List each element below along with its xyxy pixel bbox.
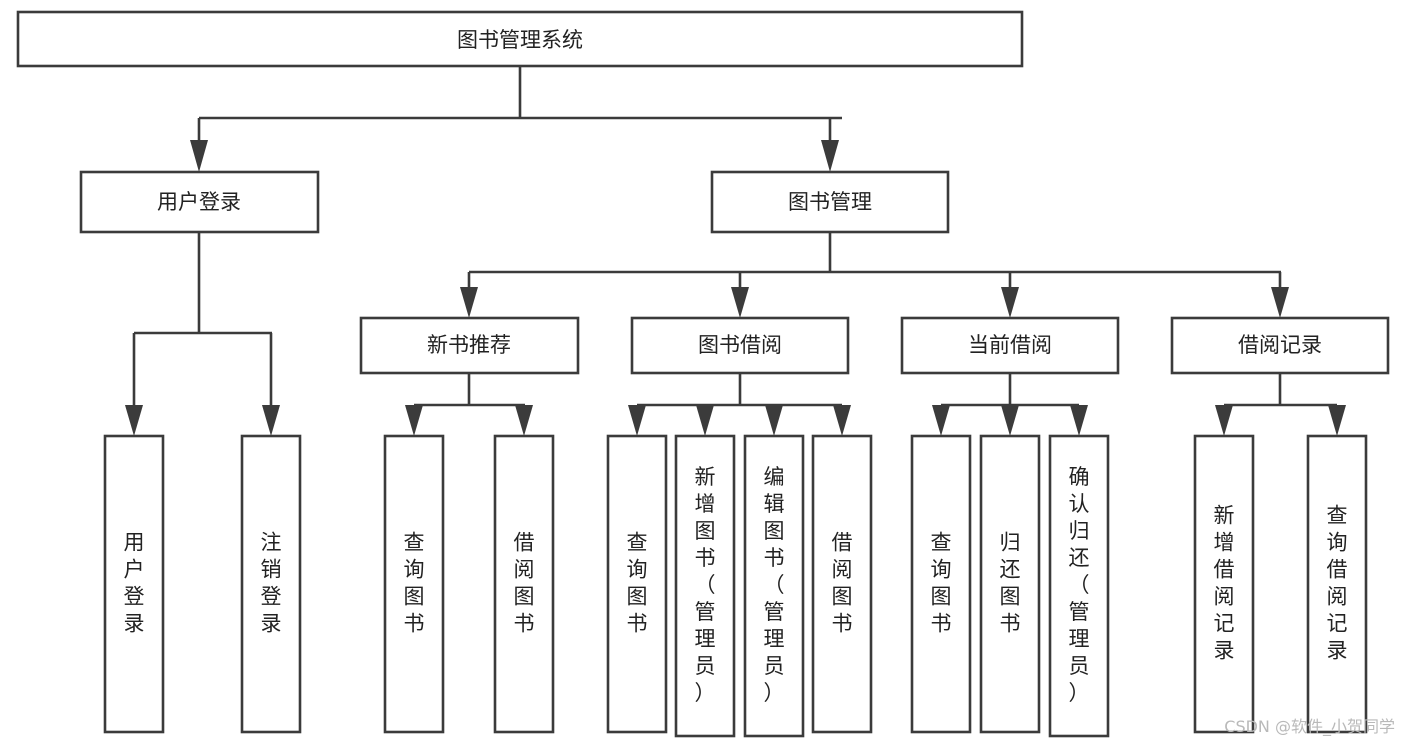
leaf-current-3[interactable]: 确认归还（管理员） [1048,434,1110,738]
leaf-current-3-box[interactable] [1048,434,1110,738]
leaf-borrow-1-label: 查询图书 [627,531,648,636]
leaf-new-book-2-box[interactable] [493,434,555,734]
arrow-leaf-current-3 [1070,405,1088,436]
connectors-current-to-leaves [932,373,1088,436]
leaf-borrow-3[interactable]: 编辑图书（管理员） [743,434,805,738]
leaf-records-1-box[interactable] [1193,434,1255,734]
csdn-watermark: CSDN @软件_小贺同学 [1224,717,1395,737]
node-book-management-box[interactable] [710,170,950,234]
leaf-borrow-2-label: 新增图书（管理员） [695,465,716,705]
connectors-user-login-to-leaves [125,232,280,436]
arrow-to-borrow [731,287,749,318]
node-book-management-label: 图书管理 [788,190,872,214]
leaf-user-login-1-label: 用户登录 [124,531,145,636]
leaf-current-1[interactable]: 查询图书 [910,434,972,734]
arrow-to-book-mgmt [821,140,839,172]
node-new-book-recommend-box[interactable] [359,316,580,375]
leaf-current-2[interactable]: 归还图书 [979,434,1041,734]
node-current-borrow-box[interactable] [900,316,1120,375]
leaf-new-book-2-label: 借阅图书 [514,531,535,636]
node-root-label: 图书管理系统 [457,28,583,52]
leaf-borrow-4[interactable]: 借阅图书 [811,434,873,734]
leaf-records-1-label: 新增借阅记录 [1214,504,1235,663]
node-current-borrow-label: 当前借阅 [968,333,1052,357]
node-root[interactable]: 图书管理系统 [16,10,1024,68]
leaf-borrow-3-box[interactable] [743,434,805,738]
leaf-user-login-2-box[interactable] [240,434,302,734]
arrow-leaf-current-2 [1001,405,1019,436]
connectors-borrow-to-leaves [628,373,851,436]
node-user-login-label: 用户登录 [157,190,241,214]
leaf-current-1-box[interactable] [910,434,972,734]
arrow-leaf-user-login-2 [262,405,280,436]
leaf-borrow-4-label: 借阅图书 [832,531,853,636]
leaf-current-1-label: 查询图书 [931,531,952,636]
arrow-to-new-book [460,287,478,318]
leaf-borrow-2[interactable]: 新增图书（管理员） [674,434,736,738]
leaf-new-book-1-label: 查询图书 [404,531,425,636]
leaf-current-3-label: 确认归还（管理员） [1069,465,1090,705]
leaf-borrow-1-box[interactable] [606,434,668,734]
leaf-records-2-box[interactable] [1306,434,1368,734]
connectors-book-mgmt-to-level3 [460,232,1289,318]
node-borrow-records-label: 借阅记录 [1238,333,1322,357]
node-user-login-box[interactable] [79,170,320,234]
node-user-login[interactable]: 用户登录 [79,170,320,234]
node-new-book-recommend[interactable]: 新书推荐 [359,316,580,375]
node-book-management[interactable]: 图书管理 [710,170,950,234]
leaf-new-book-1[interactable]: 查询图书 [383,434,445,734]
node-root-box[interactable] [16,10,1024,68]
arrow-leaf-borrow-4 [833,405,851,436]
leaf-user-login-2[interactable]: 注销登录 [240,434,302,734]
leaf-borrow-1[interactable]: 查询图书 [606,434,668,734]
leaf-new-book-2[interactable]: 借阅图书 [493,434,555,734]
arrow-leaf-records-2 [1328,405,1346,436]
node-current-borrow[interactable]: 当前借阅 [900,316,1120,375]
arrow-to-user-login [190,140,208,172]
node-book-borrow[interactable]: 图书借阅 [630,316,850,375]
node-book-borrow-label: 图书借阅 [698,333,782,357]
arrow-leaf-new-book-1 [405,405,423,436]
leaf-new-book-1-box[interactable] [383,434,445,734]
node-new-book-recommend-label: 新书推荐 [427,333,511,357]
arrow-leaf-borrow-3 [765,405,783,436]
leaf-user-login-1[interactable]: 用户登录 [103,434,165,734]
arrow-leaf-new-book-2 [515,405,533,436]
connectors-root-to-level2 [190,66,842,172]
node-borrow-records[interactable]: 借阅记录 [1170,316,1390,375]
connectors-records-to-leaves [1215,373,1346,436]
leaf-borrow-4-box[interactable] [811,434,873,734]
arrow-leaf-borrow-2 [696,405,714,436]
leaf-user-login-2-label: 注销登录 [261,531,282,636]
leaf-borrow-3-label: 编辑图书（管理员） [764,465,785,705]
arrow-leaf-user-login-1 [125,405,143,436]
leaf-records-2[interactable]: 查询借阅记录 [1306,434,1368,734]
leaf-records-2-label: 查询借阅记录 [1327,504,1348,663]
arrow-to-records [1271,287,1289,318]
node-book-borrow-box[interactable] [630,316,850,375]
connectors-new-book-to-leaves [405,373,533,436]
leaf-borrow-2-box[interactable] [674,434,736,738]
arrow-leaf-current-1 [932,405,950,436]
arrow-to-current [1001,287,1019,318]
leaf-current-2-box[interactable] [979,434,1041,734]
arrow-leaf-records-1 [1215,405,1233,436]
arrow-leaf-borrow-1 [628,405,646,436]
leaf-records-1[interactable]: 新增借阅记录 [1193,434,1255,734]
node-borrow-records-box[interactable] [1170,316,1390,375]
leaf-current-2-label: 归还图书 [1000,531,1021,636]
leaf-user-login-1-box[interactable] [103,434,165,734]
